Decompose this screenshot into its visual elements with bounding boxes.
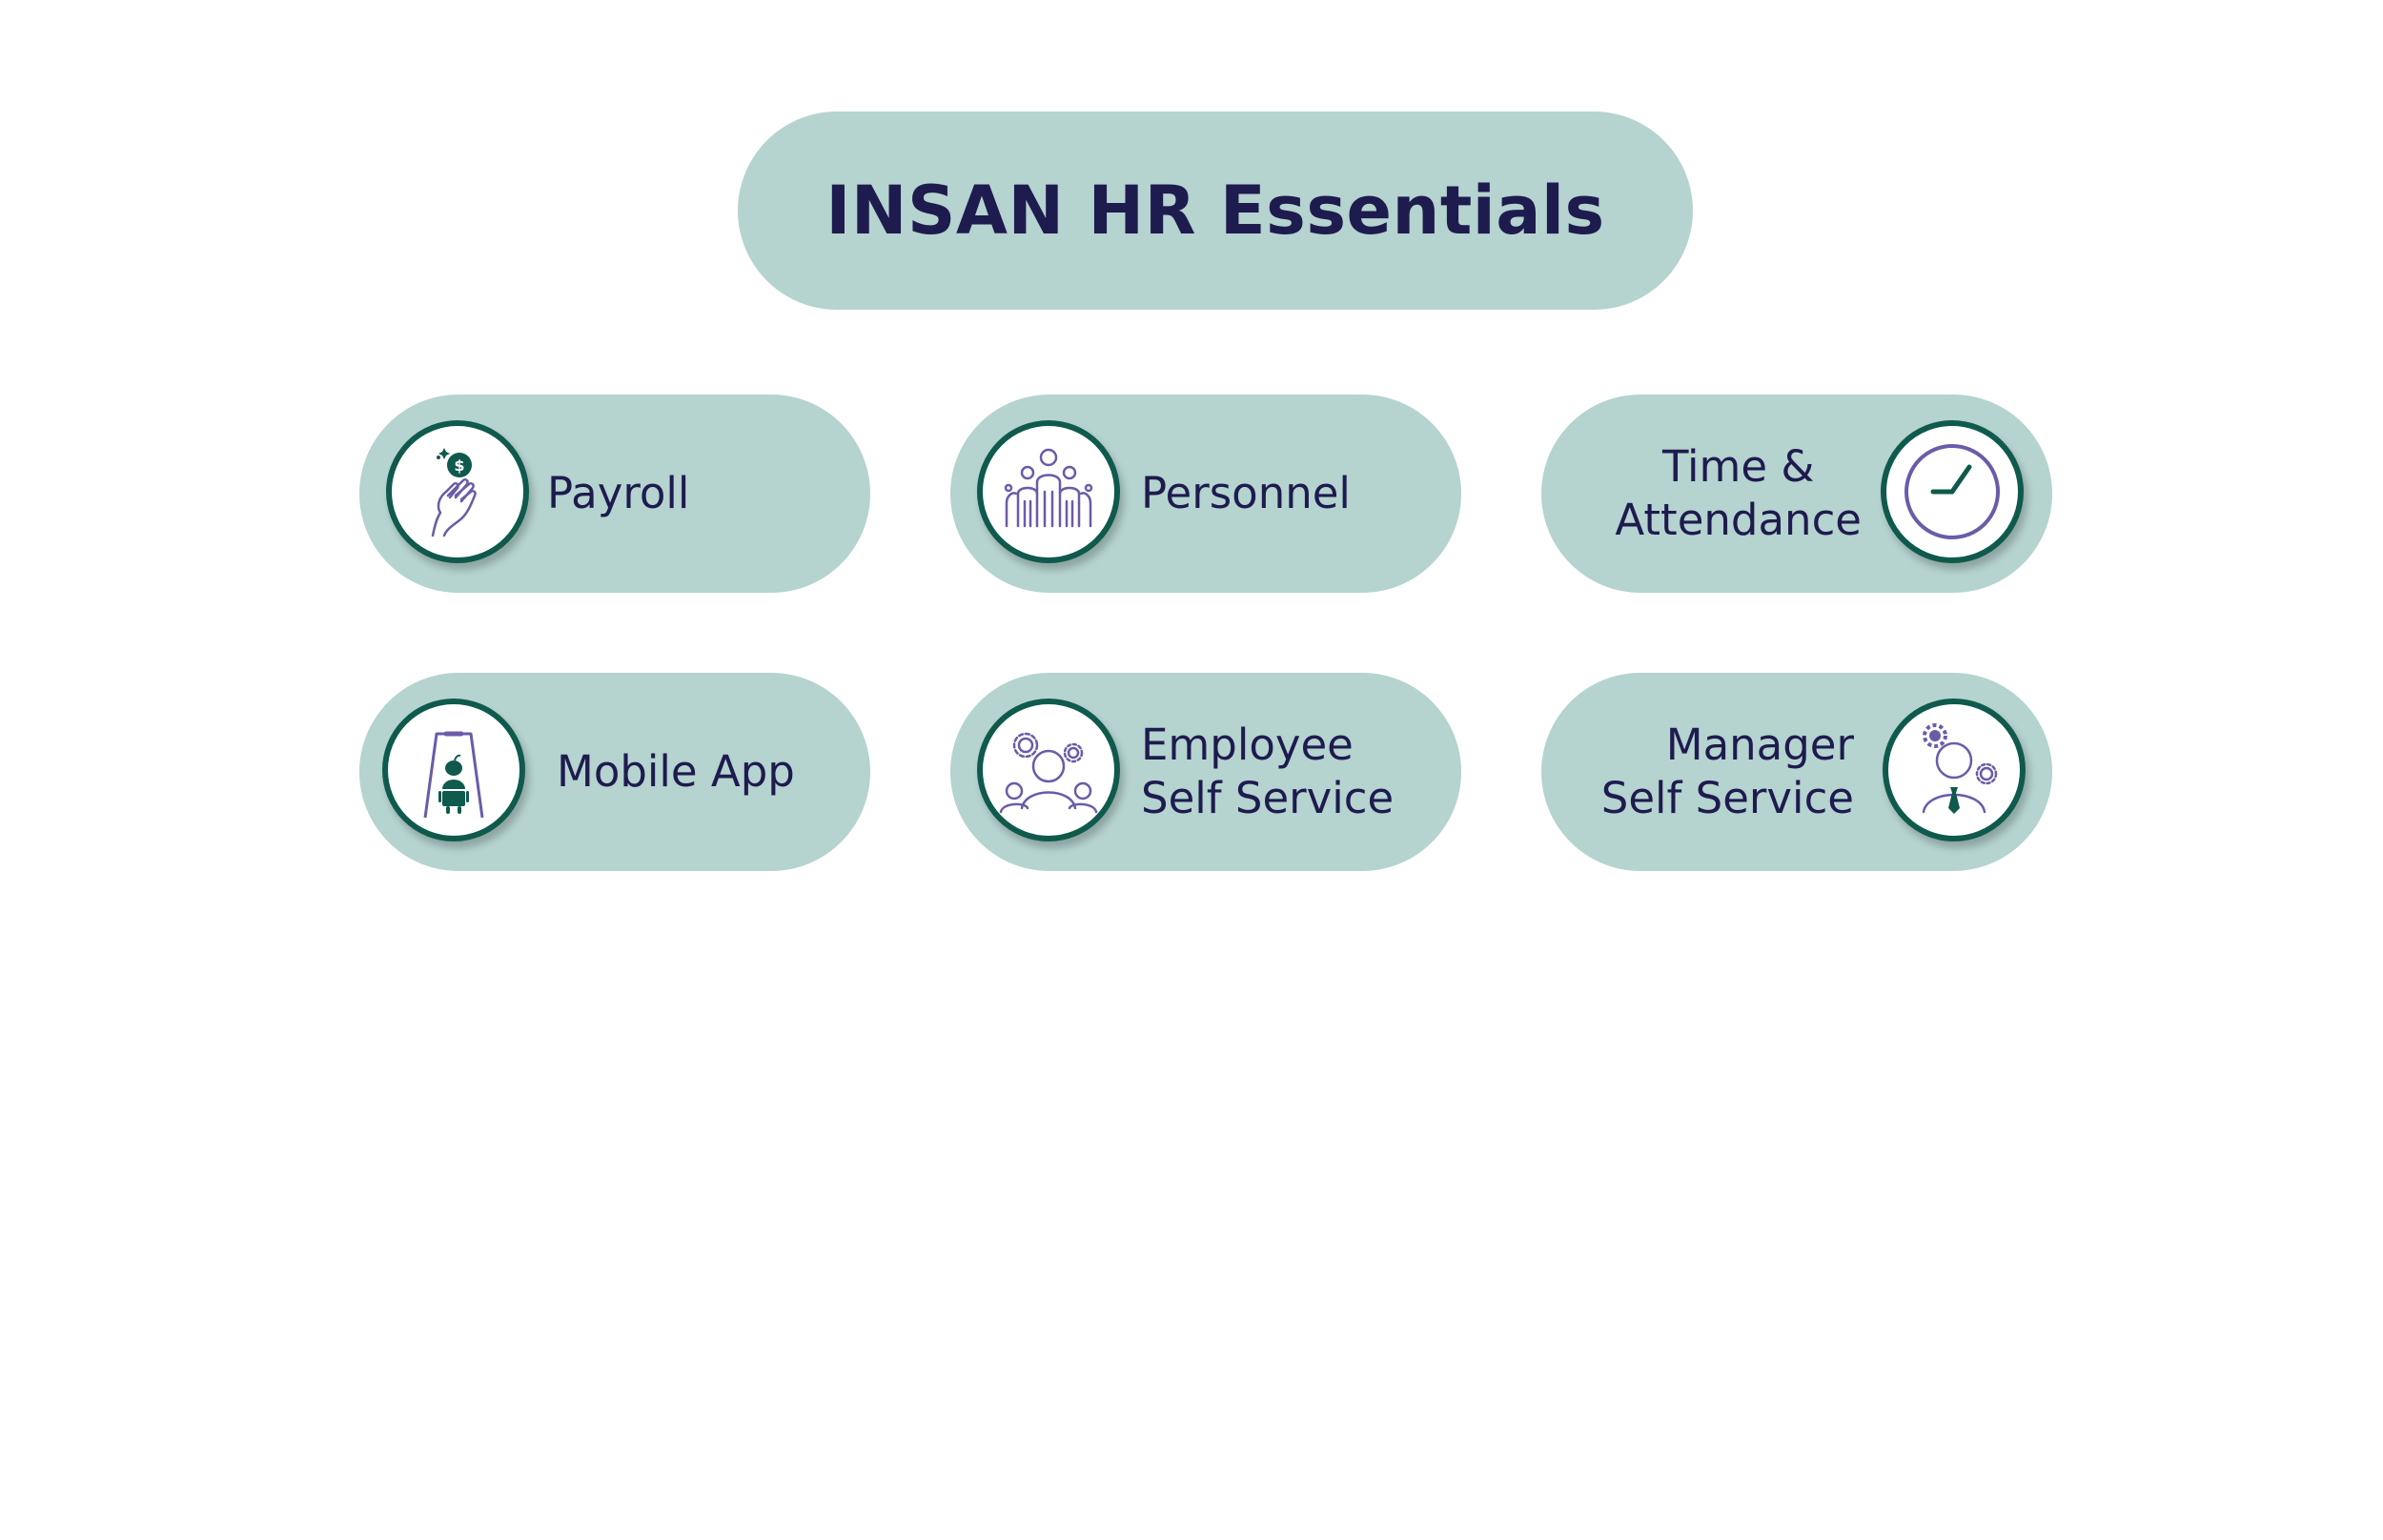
- mobile-phone-icon: [382, 699, 525, 841]
- employee-gears-icon: [977, 699, 1120, 841]
- module-label: Payroll: [547, 468, 690, 518]
- module-label: Time & Attendance: [1615, 441, 1862, 545]
- people-group-icon: [977, 420, 1120, 563]
- module-label: Employee Self Service: [1141, 719, 1395, 823]
- module-label: Mobile App: [557, 746, 795, 797]
- svg-text:$: $: [454, 456, 464, 475]
- module-label: Personnel: [1141, 468, 1351, 518]
- module-payroll[interactable]: $ Payroll: [359, 395, 870, 593]
- hand-coin-icon: $: [386, 420, 529, 563]
- module-manager-self-service[interactable]: Manager Self Service: [1541, 673, 2052, 871]
- module-mobile-app[interactable]: Mobile App: [359, 673, 870, 871]
- clock-icon: [1881, 420, 2024, 563]
- module-time-attendance[interactable]: Time & Attendance: [1541, 395, 2052, 593]
- module-label: Manager Self Service: [1600, 719, 1854, 823]
- title-pill: INSAN HR Essentials: [738, 111, 1693, 310]
- page-title: INSAN HR Essentials: [825, 172, 1605, 250]
- module-personnel[interactable]: Personnel: [950, 395, 1461, 593]
- module-employee-self-service[interactable]: Employee Self Service: [950, 673, 1461, 871]
- manager-gears-icon: [1883, 699, 2026, 841]
